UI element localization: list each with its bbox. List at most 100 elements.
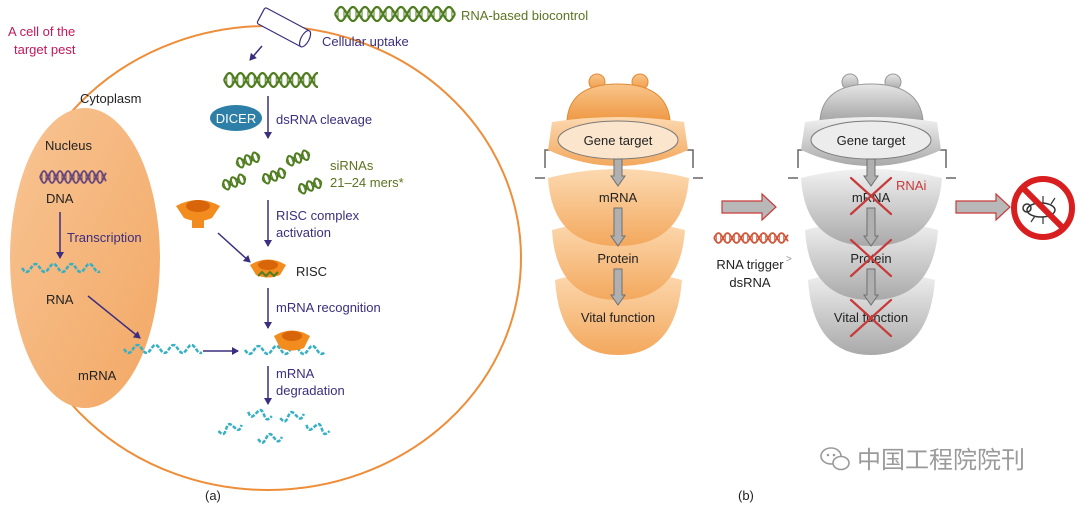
sirna-strand [298, 180, 323, 195]
sirna-rung [230, 179, 234, 187]
trigger-dsrna-strand [713, 232, 789, 244]
mrna-fragment [217, 422, 243, 436]
sirna-rung [301, 152, 306, 160]
risc-join-arrow [217, 232, 251, 263]
sirna-strand [297, 177, 322, 192]
cellular-uptake-label: Cellular uptake [322, 34, 409, 49]
biocontrol-dsrna [334, 5, 456, 23]
dna-strand [39, 169, 107, 185]
sirna-rung [236, 159, 241, 167]
sirna-rung [298, 153, 302, 161]
sirna-strand [286, 152, 311, 167]
sirna-fragments [221, 149, 323, 195]
mrna-label-b1: mRNA [599, 190, 638, 205]
sirna-strand [222, 176, 247, 191]
risc-protein-icon [176, 200, 220, 228]
flow-arrow [610, 207, 626, 247]
sirna-strand [261, 167, 286, 182]
sirna-rung [234, 177, 238, 185]
mrna-fragment [257, 432, 284, 444]
sirna-rung [237, 176, 242, 184]
sirna-rung [248, 155, 252, 163]
insect-abdomen-2 [805, 221, 938, 300]
transcription-label: Transcription [67, 230, 142, 245]
trigger-pointer: > [786, 254, 792, 265]
protein-label-b1: Protein [597, 251, 638, 266]
result-arrow [955, 192, 1011, 222]
sirna-rung [244, 157, 248, 165]
flow-arrow [863, 268, 879, 306]
cell-dsrna-strand [223, 72, 318, 88]
cell-dsrna-strand [223, 72, 318, 88]
sirna-rung [281, 169, 286, 177]
insect-abdomen-2 [552, 221, 685, 300]
rna-export-arrow [87, 295, 141, 339]
fragment-wave [217, 422, 243, 436]
risc-activation-line2: activation [276, 225, 331, 240]
left-flow-arrows [610, 158, 626, 306]
sirna-rung [222, 181, 227, 189]
sirna-fragment [285, 149, 311, 167]
panel-b: Gene target mRNA Protein Vital function … [535, 73, 1075, 503]
rnai-label: RNAi [896, 178, 926, 193]
insect-normal: Gene target mRNA Protein Vital function [535, 73, 703, 355]
mrna-fragment [247, 408, 273, 421]
dna-helix [39, 169, 107, 185]
sirna-rung [274, 171, 278, 179]
watermark: 中国工程院院刊 [820, 447, 1025, 474]
mrna-degradation-line2: degradation [276, 383, 345, 398]
mrna-recognition-label: mRNA recognition [276, 300, 381, 315]
no-pest-icon [1011, 176, 1075, 240]
sirna-strand [285, 149, 310, 164]
sirna-fragment [235, 151, 261, 169]
vital-function-label-b1: Vital function [581, 310, 655, 325]
mrna-fragment [305, 422, 331, 436]
gene-target-label: Gene target [584, 133, 653, 148]
right-flow-arrows [863, 158, 879, 306]
sirna-strand [236, 154, 261, 169]
flow-arrow [610, 268, 626, 306]
cyto-mrna-wave [122, 343, 203, 355]
caption-a: (a) [205, 488, 221, 503]
sirna-strand [235, 151, 260, 166]
mrna-fragment [279, 410, 305, 423]
fragment-wave [305, 422, 331, 436]
uptake-arrow [249, 45, 263, 61]
biocontrol-dsrna-strand [334, 5, 456, 23]
sirnas-label-line2: 21–24 mers* [330, 175, 404, 190]
dna-strand [39, 169, 107, 185]
sirna-rung [305, 151, 310, 159]
sirna-rung [310, 181, 314, 189]
rna-wave [20, 262, 101, 274]
flow-arrow [863, 158, 879, 187]
gene-target-label: Gene target [837, 133, 906, 148]
sirna-rung [251, 154, 256, 162]
trigger-dsrna [713, 232, 789, 244]
fragment-wave [279, 410, 305, 423]
risc-complex-icon [250, 259, 286, 278]
trigger-dsrna-strand [713, 232, 789, 244]
insect-silenced: Gene target mRNA RNAi Protein Vital func… [788, 73, 956, 355]
sirna-rung [262, 175, 267, 183]
sirna-fragment [261, 167, 287, 185]
sirna-rung [226, 180, 231, 188]
rna-strand [20, 262, 101, 274]
nucleus [10, 108, 160, 408]
fragment-wave [247, 408, 273, 421]
risc-bound-mrna [243, 344, 326, 356]
cell-dsrna [223, 72, 318, 88]
flow-arrow [863, 207, 879, 247]
uptake-tube-icon [256, 7, 312, 48]
cytoplasm-mrna [122, 343, 203, 355]
sirna-rung [302, 184, 307, 192]
trigger-label-line1: RNA trigger [716, 257, 784, 272]
sirna-rung [266, 174, 271, 182]
sirna-fragment [221, 173, 247, 191]
risc-mrna-wave [243, 344, 326, 356]
sirna-fragment [297, 177, 323, 195]
sirna-strand [221, 173, 246, 188]
insect-head [566, 83, 671, 121]
caption-b: (b) [738, 488, 754, 503]
